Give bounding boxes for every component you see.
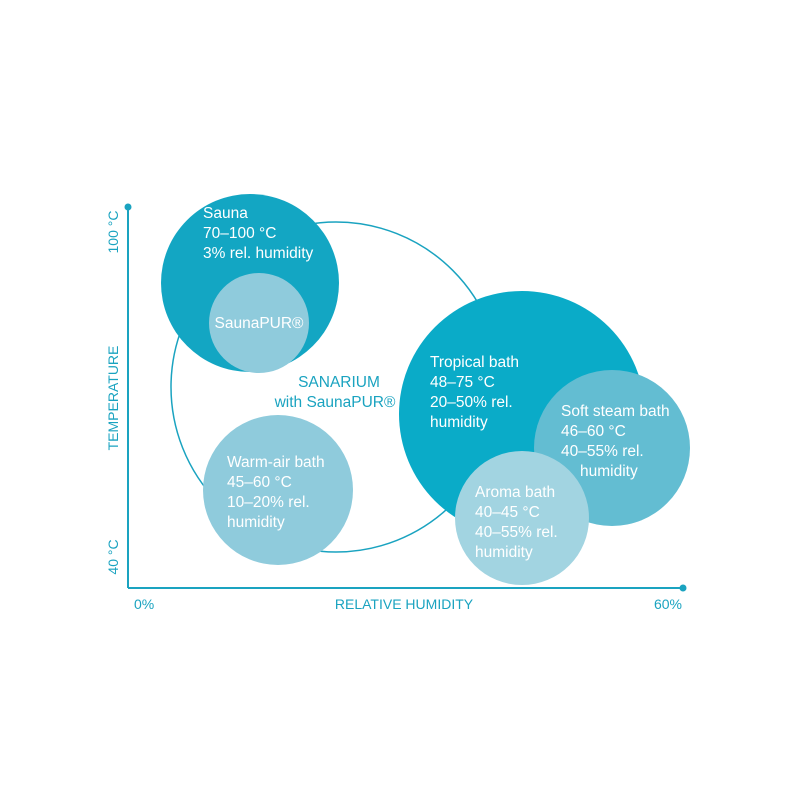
axes	[124, 203, 687, 592]
tropical-title: Tropical bath	[430, 354, 519, 371]
x-axis-min-label: 0%	[134, 596, 154, 612]
y-axis-title: TEMPERATURE	[105, 346, 121, 451]
aroma-humidity: 40–55% rel.	[475, 524, 558, 541]
warm-air-title: Warm-air bath	[227, 454, 325, 471]
soft-steam-bath-text: Soft steam bath 46–60 °C 40–55% rel. hum…	[561, 403, 670, 480]
soft-steam-humidity: 40–55% rel.	[561, 443, 644, 460]
x-axis-title: RELATIVE HUMIDITY	[335, 596, 474, 612]
saunapur-label: SaunaPUR®	[215, 315, 305, 332]
tropical-humidity-2: humidity	[430, 414, 488, 431]
sanarium-title: SANARIUM	[298, 374, 380, 391]
warm-air-humidity: 10–20% rel.	[227, 494, 310, 511]
tropical-temp: 48–75 °C	[430, 374, 495, 391]
aroma-bath-circle	[455, 451, 589, 585]
aroma-bath-text: Aroma bath 40–45 °C 40–55% rel. humidity	[475, 484, 558, 561]
tropical-bath-text: Tropical bath 48–75 °C 20–50% rel. humid…	[430, 354, 519, 431]
y-axis-min-label: 40 °C	[105, 539, 121, 574]
sauna-humidity: 3% rel. humidity	[203, 245, 314, 262]
soft-steam-title: Soft steam bath	[561, 403, 670, 420]
sanarium-subtitle: with SaunaPUR®	[274, 394, 396, 411]
warm-air-humidity-2: humidity	[227, 514, 285, 531]
soft-steam-temp: 46–60 °C	[561, 423, 626, 440]
x-axis-max-label: 60%	[654, 596, 682, 612]
y-axis-max-label: 100 °C	[105, 211, 121, 254]
warm-air-bath-text: Warm-air bath 45–60 °C 10–20% rel. humid…	[227, 454, 325, 531]
aroma-title: Aroma bath	[475, 484, 555, 501]
sauna-temp: 70–100 °C	[203, 225, 276, 242]
aroma-humidity-2: humidity	[475, 544, 533, 561]
sanarium-text: SANARIUM with SaunaPUR®	[274, 374, 396, 411]
x-axis-end-dot	[679, 584, 687, 592]
soft-steam-humidity-2: humidity	[580, 463, 638, 480]
warm-air-temp: 45–60 °C	[227, 474, 292, 491]
aroma-temp: 40–45 °C	[475, 504, 540, 521]
y-axis-end-dot	[124, 203, 132, 211]
tropical-humidity: 20–50% rel.	[430, 394, 513, 411]
saunapur-circle	[209, 273, 309, 373]
warm-air-bath-circle	[203, 415, 353, 565]
sauna-text: Sauna 70–100 °C 3% rel. humidity	[203, 205, 314, 262]
sauna-title: Sauna	[203, 205, 248, 222]
